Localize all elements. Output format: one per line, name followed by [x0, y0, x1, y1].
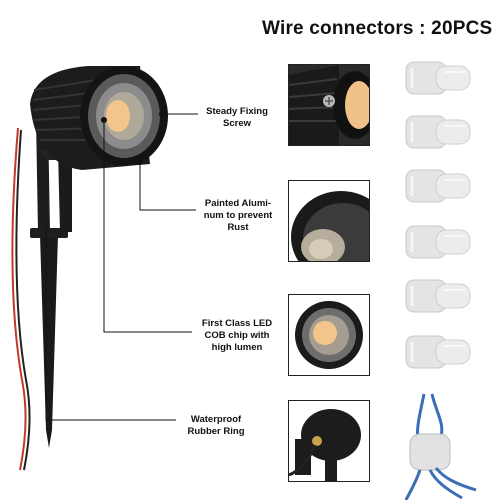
- lamp-housing: [30, 66, 168, 170]
- callout-first-class-led: First Class LED COB chip with high lumen: [201, 318, 273, 353]
- connector-1: [404, 60, 472, 96]
- callout-lines: [45, 111, 198, 421]
- connector-3: [404, 168, 472, 204]
- callout-waterproof-rubber-ring: Waterproof Rubber Ring: [187, 414, 245, 437]
- led-chip: [106, 100, 130, 132]
- detail-photo-led-chip: [288, 294, 370, 376]
- power-cable: [11, 127, 27, 471]
- ground-spike: [40, 235, 58, 448]
- detail-photo-rubber-ring: [288, 400, 370, 482]
- connector-with-wires: [404, 393, 477, 500]
- wire-connectors: [404, 60, 477, 500]
- connector-4: [404, 224, 472, 260]
- connector-5: [404, 278, 472, 314]
- page-title: Wire connectors : 20PCS: [262, 18, 493, 39]
- detail-photo-screw: [288, 64, 370, 146]
- detail-photo-aluminum: [288, 180, 370, 262]
- connector-2: [404, 114, 472, 150]
- callout-painted-aluminum: Painted Alumi- num to prevent Rust: [203, 198, 273, 233]
- callout-steady-fixing-screw: Steady Fixing Screw: [206, 106, 268, 129]
- connector-6: [404, 334, 472, 370]
